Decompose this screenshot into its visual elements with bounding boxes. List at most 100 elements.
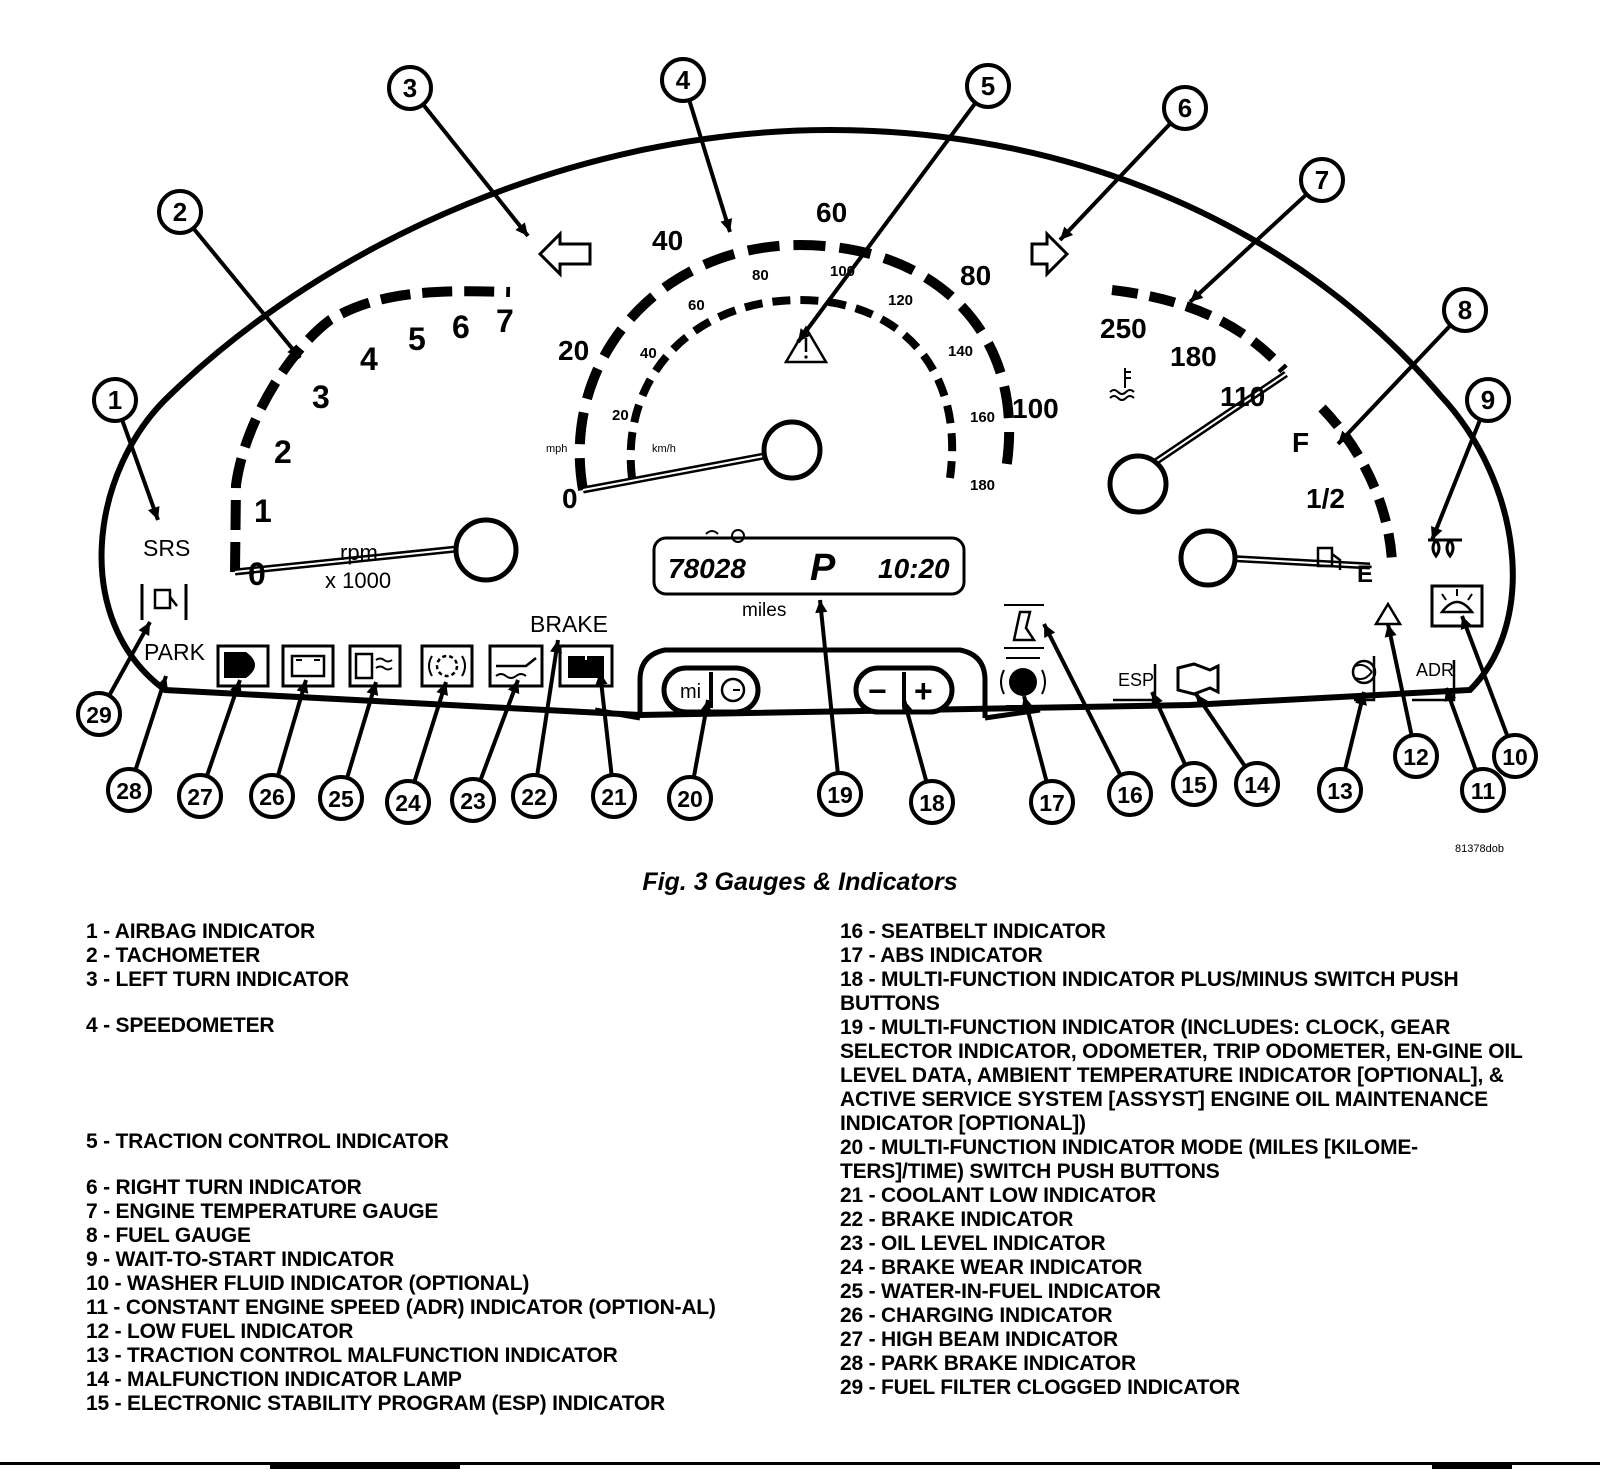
temp-tick-110: 110 [1220,381,1265,412]
callout-circle [450,777,496,823]
callout-circle [817,771,863,817]
callout-arrowhead [287,344,300,358]
legend-item: 10 - WASHER FLUID INDICATOR (OPTIONAL) [86,1272,530,1295]
callout-leader [902,699,929,782]
callout-leader [1150,691,1187,765]
callout-number: 15 [1181,772,1207,798]
callout-arrowhead [901,700,914,714]
callout-number: 6 [1178,93,1192,123]
callout-leader [412,681,448,782]
callout-arrowhead [1338,430,1352,444]
mode-push-buttons[interactable]: mi [661,665,761,715]
page-bottom-rule [0,1462,1600,1465]
kmh-tick-80: 80 [752,267,769,284]
callout-number: 29 [86,702,112,728]
tach-unit-label: rpm [340,540,378,565]
kmh-tick-160: 160 [970,409,995,426]
callout-number: 27 [187,784,213,810]
malfunction-indicator-lamp-icon [1176,662,1220,696]
callout-arrowhead [507,680,520,694]
callout-leader [1460,615,1510,737]
adr-indicator-frame [1412,660,1456,702]
tach-tick-7: 7 [496,303,514,339]
callout-circle [92,377,138,423]
kmh-tick-140: 140 [948,343,973,360]
callout-arrowhead [436,682,448,696]
callout-leader [1343,691,1366,770]
cluster-housing [98,126,1516,719]
legend-item: 17 - ABS INDICATOR [840,944,1043,967]
fuel-gauge-scale [1318,404,1397,563]
callout-arrowhead [1384,624,1397,638]
page-bottom-bar-left [270,1465,460,1469]
callout-leader [687,100,732,233]
speedometer-hub [761,419,823,481]
washer-fluid-indicator-icon [1430,584,1484,628]
callout-leader [107,621,152,696]
callout-number: 25 [328,786,354,812]
callout-leader [1188,193,1308,304]
callout-circle [1393,733,1439,779]
plus-minus-push-buttons[interactable]: − + [853,665,955,715]
callout-number: 23 [460,788,486,814]
callout-circle [1465,377,1511,423]
callout-arrowhead [515,222,528,236]
seatbelt-indicator-icon [1004,604,1044,649]
callout-leader [133,675,168,770]
page-bottom-bar-right [1432,1465,1512,1469]
left-turn-arrow-icon [537,230,592,278]
callout-circle [1492,733,1538,779]
figure-caption: Fig. 3 Gauges & Indicators [642,868,958,896]
mph-tick-20: 20 [558,335,589,366]
callout-arrowhead [595,672,608,686]
odometer-reading: 78028 [668,553,746,584]
display-unit-label: miles [742,600,786,621]
callout-arrowhead [1431,526,1443,540]
callout-arrowhead [798,328,811,342]
minus-button[interactable]: − [868,673,887,709]
callout-number: 10 [1502,744,1528,770]
mode-clock-button-icon[interactable] [720,677,746,703]
callout-number: 21 [601,784,627,810]
callout-leader [535,639,560,775]
callout-number: 14 [1244,772,1270,798]
callout-number: 7 [1315,165,1329,195]
mode-miles-button[interactable]: mi [680,681,701,703]
tach-tick-0: 0 [248,556,266,592]
callout-leader [796,102,977,344]
callout-circle [909,779,955,825]
brake-wear-indicator-icon [420,644,474,688]
fuel-empty-label: E [1357,561,1373,588]
callout-number: 11 [1471,778,1496,804]
callout-arrowhead [296,680,309,694]
callout-arrowhead [550,640,563,654]
high-beam-indicator-icon [216,644,270,688]
legend-item: 14 - MALFUNCTION INDICATOR LAMP [86,1368,462,1391]
callout-leader [1042,623,1122,776]
callout-leader [422,103,530,238]
callout-arrowhead [1044,624,1056,638]
callout-leader [818,599,840,773]
tach-tick-5: 5 [408,321,426,357]
callout-arrowhead [699,700,712,714]
callout-number: 4 [676,65,691,95]
esp-label: ESP [1118,670,1154,690]
legend-item: 1 - AIRBAG INDICATOR [86,920,315,943]
speedometer-mph-labels: 0 20 40 60 80 100 [558,197,1059,514]
callout-leader [276,679,308,776]
tachometer-scale [230,286,511,573]
legend-item: 23 - OIL LEVEL INDICATOR [840,1232,1106,1255]
callout-leader [192,227,302,360]
plus-button[interactable]: + [914,673,933,709]
callout-circle [106,767,152,813]
tach-tick-4: 4 [360,341,378,377]
legend-item: 11 - CONSTANT ENGINE SPEED (ADR) INDICAT… [86,1296,716,1319]
callout-arrowhead [1444,688,1457,702]
legend-item: 29 - FUEL FILTER CLOGGED INDICATOR [840,1376,1240,1399]
srs-label: SRS [143,535,190,561]
gear-indicator: P [810,547,836,589]
callout-number: 22 [521,784,547,810]
tachometer-hub [453,517,519,583]
callout-arrowhead [1151,692,1163,706]
mph-tick-60: 60 [816,197,847,228]
